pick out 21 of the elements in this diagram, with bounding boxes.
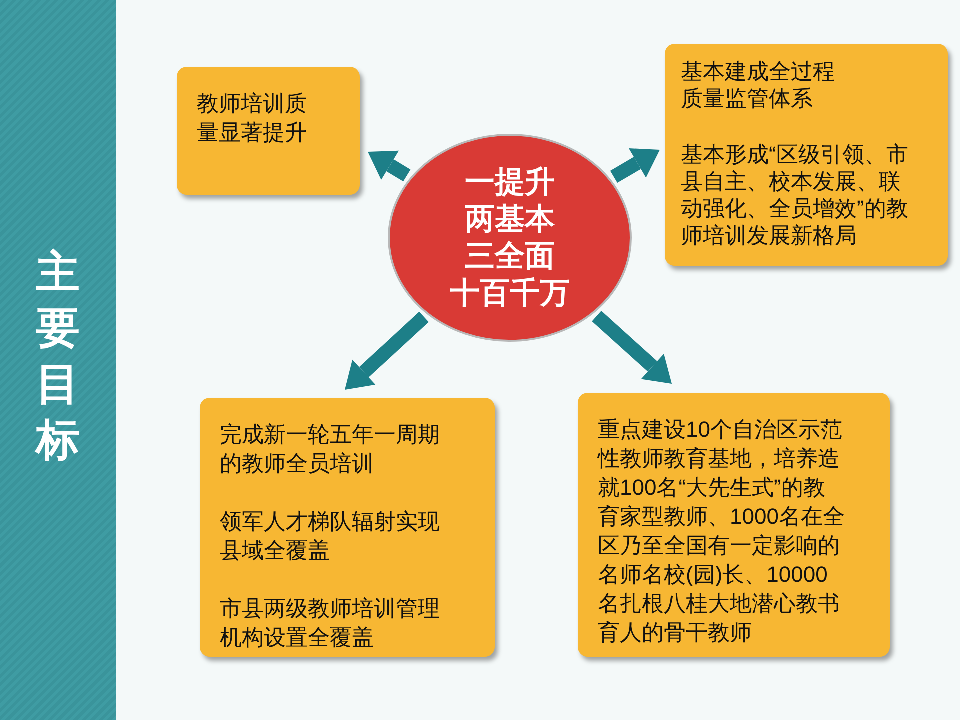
goal-text: 完成新一轮五年一周期的教师全员培训 xyxy=(220,421,441,478)
goal-box xyxy=(200,398,495,657)
goal-box xyxy=(578,393,890,657)
goal-text: 重点建设10个自治区示范性教师教育基地，培养造就100名“大先生式”的教育家型教师、1000名在全区乃至全国有一定影响的名师名校(园)长、10000名扎根八桂大地潜心教书育人的骨干教师 xyxy=(598,416,846,647)
goal-box xyxy=(177,67,360,195)
arrow xyxy=(345,312,429,390)
goal-text: 市县两级教师培训管理机构设置全覆盖 xyxy=(220,595,441,652)
arrow xyxy=(368,150,411,182)
center-circle xyxy=(387,133,633,343)
center-text: 三全面 xyxy=(465,239,555,275)
vertical-title: 主要目标 xyxy=(34,247,81,467)
goal-text: 基本建成全过程质量监管体系 xyxy=(681,58,836,112)
arrow xyxy=(610,148,660,184)
goal-box xyxy=(665,44,948,266)
center-text: 两基本 xyxy=(465,202,555,238)
goal-text: 教师培训质量显著提升 xyxy=(197,90,308,147)
center-text: 一提升 xyxy=(465,165,555,201)
center-text: 十百千万 xyxy=(450,276,570,312)
goal-text: 基本形成“区级引领、市县自主、校本发展、联动强化、全员增效”的教师培训发展新格局 xyxy=(681,141,910,249)
arrow xyxy=(592,311,672,384)
goal-text: 领军人才梯队辐射实现县域全覆盖 xyxy=(220,508,441,565)
